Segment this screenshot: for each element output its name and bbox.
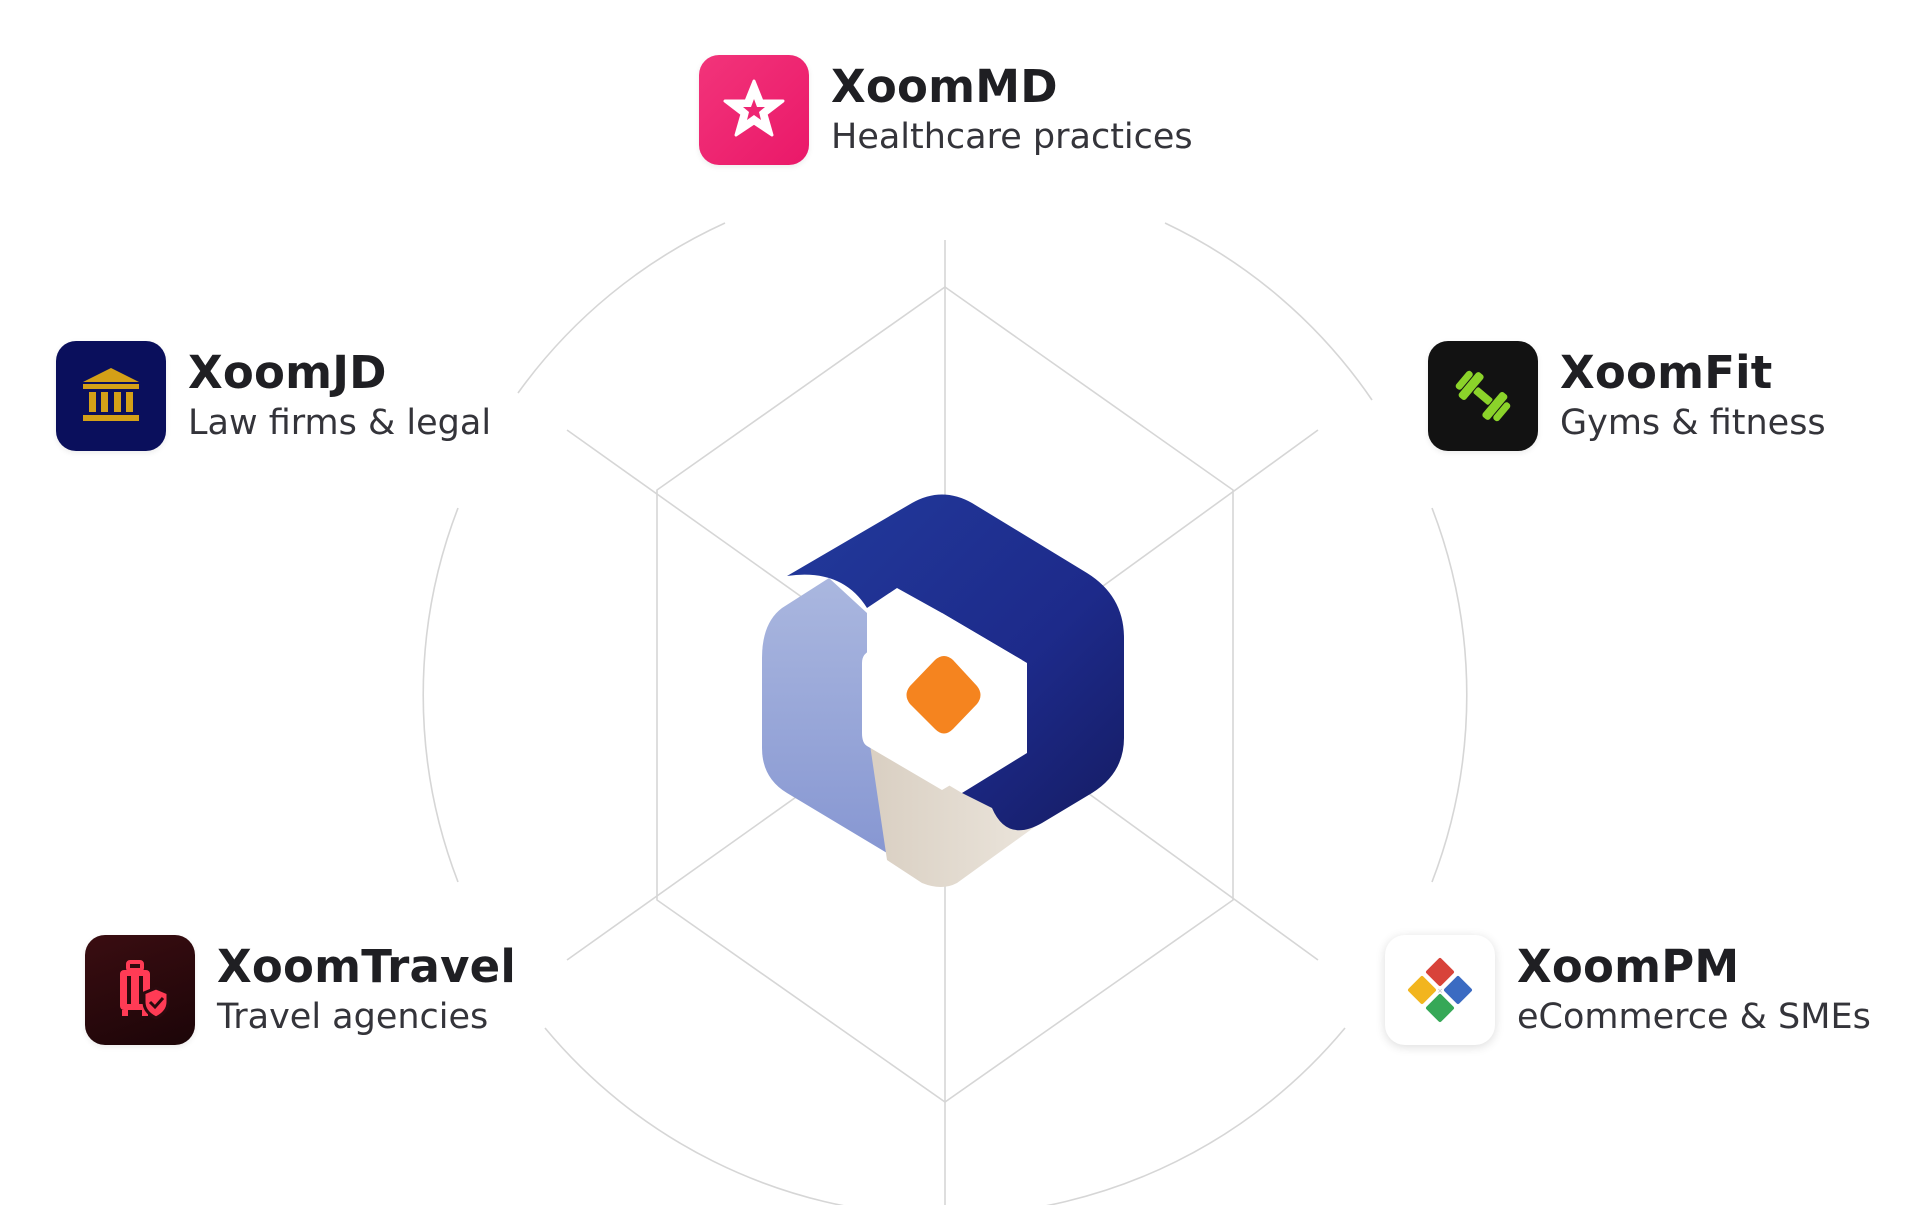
- courthouse-icon: [83, 368, 139, 421]
- outer-ring-arc: [1431, 507, 1468, 883]
- product-name: XoomMD: [831, 60, 1058, 113]
- product-tagline: Law firms & legal: [188, 403, 492, 443]
- spoke-line: [566, 779, 821, 961]
- product-card-xoomfit[interactable]: XoomFit Gyms & fitness: [1428, 341, 1826, 451]
- spoke-line: [1069, 429, 1319, 611]
- product-tagline: Healthcare practices: [831, 117, 1193, 157]
- outer-ring-arc: [517, 222, 726, 394]
- product-tagline: Travel agencies: [217, 997, 489, 1037]
- spoke-line: [566, 429, 821, 611]
- spoke-line: [1069, 779, 1319, 961]
- orange-diamond: [906, 656, 981, 734]
- product-card-xoomtravel[interactable]: XoomTravel Travel agencies: [85, 935, 516, 1045]
- svg-text:×: ×: [1437, 987, 1443, 995]
- hexagon-hub-logo: [762, 494, 1124, 887]
- xoommd-app-icon: [699, 55, 809, 165]
- product-card-xoommd[interactable]: XoomMD Healthcare practices: [699, 55, 1193, 165]
- product-name: XoomFit: [1560, 346, 1773, 399]
- four-diamonds-icon: ×: [1408, 958, 1472, 1022]
- product-tagline: eCommerce & SMEs: [1517, 997, 1871, 1037]
- product-card-xoomjd[interactable]: XoomJD Law firms & legal: [56, 341, 491, 451]
- outer-ring-arc: [1164, 222, 1373, 401]
- luggage-shield-icon: [120, 960, 170, 1020]
- star-icon: [723, 79, 785, 137]
- product-name: XoomJD: [188, 346, 387, 399]
- product-name: XoomTravel: [217, 940, 517, 993]
- xoomfit-app-icon: [1428, 341, 1538, 451]
- outer-ring-arc: [422, 507, 459, 883]
- product-card-xoompm[interactable]: × XoomPM eCommerce & SMEs: [1385, 935, 1871, 1045]
- xoompm-app-icon: ×: [1385, 935, 1495, 1045]
- outer-ring-arc: [544, 1027, 1346, 1205]
- xoomjd-app-icon: [56, 341, 166, 451]
- product-tagline: Gyms & fitness: [1560, 403, 1826, 443]
- product-name: XoomPM: [1517, 940, 1740, 993]
- xoomtravel-app-icon: [85, 935, 195, 1045]
- dumbbell-icon: [1455, 370, 1511, 422]
